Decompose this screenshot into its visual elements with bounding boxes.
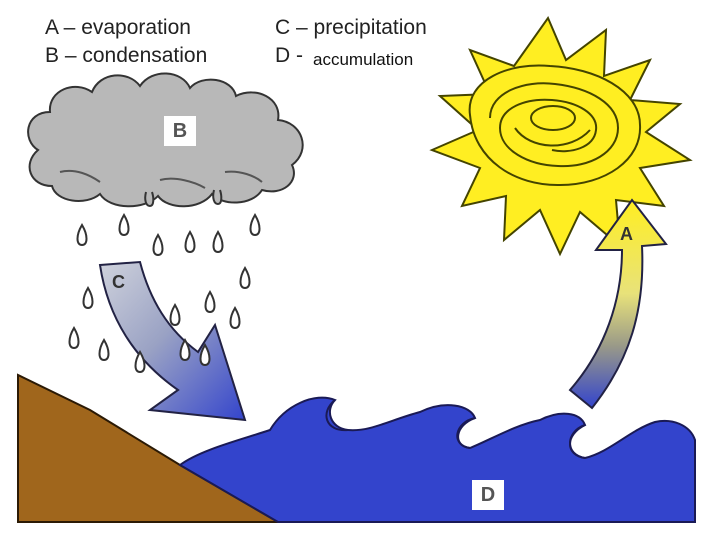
- evaporation-arrow-label: A: [620, 224, 633, 244]
- raindrop: [169, 303, 181, 327]
- raindrop: [239, 266, 251, 290]
- water-body: [178, 396, 696, 523]
- evaporation-arrow: [568, 198, 668, 410]
- raindrop: [82, 286, 94, 310]
- sun-smile: [514, 127, 591, 147]
- raindrop: [134, 350, 146, 374]
- raindrop: [184, 230, 196, 254]
- raindrop: [212, 230, 224, 254]
- sun-body: [468, 64, 642, 187]
- sun-face-swirl: [489, 82, 620, 168]
- legend-evaporation: A – evaporation: [45, 16, 191, 39]
- raindrop: [229, 306, 241, 330]
- wave-crest: [569, 424, 586, 459]
- raindrop: [179, 338, 191, 362]
- cloud-drip: [212, 189, 223, 206]
- legend-precipitation: C – precipitation: [275, 16, 427, 39]
- raindrop: [98, 338, 110, 362]
- raindrop: [204, 290, 216, 314]
- legend-condensation: B – condensation: [45, 44, 208, 67]
- sun-face-inner: [530, 105, 576, 131]
- raindrop: [118, 213, 130, 237]
- cloud-label: B: [164, 116, 196, 146]
- cloud-drip: [144, 191, 155, 208]
- raindrop: [152, 233, 164, 257]
- raindrop: [68, 326, 80, 350]
- water-label: D: [472, 480, 504, 510]
- legend-accumulation: accumulation: [313, 50, 414, 69]
- raindrop: [249, 213, 261, 237]
- cloud-shading: [59, 169, 263, 189]
- precipitation-arrow-label: C: [112, 272, 125, 292]
- raindrop: [76, 223, 88, 247]
- wave-crest: [457, 417, 476, 449]
- legend-accumulation-prefix: D -: [275, 44, 303, 67]
- raindrop: [199, 343, 211, 367]
- wave-crest: [325, 399, 349, 432]
- precipitation-arrow: [98, 260, 247, 422]
